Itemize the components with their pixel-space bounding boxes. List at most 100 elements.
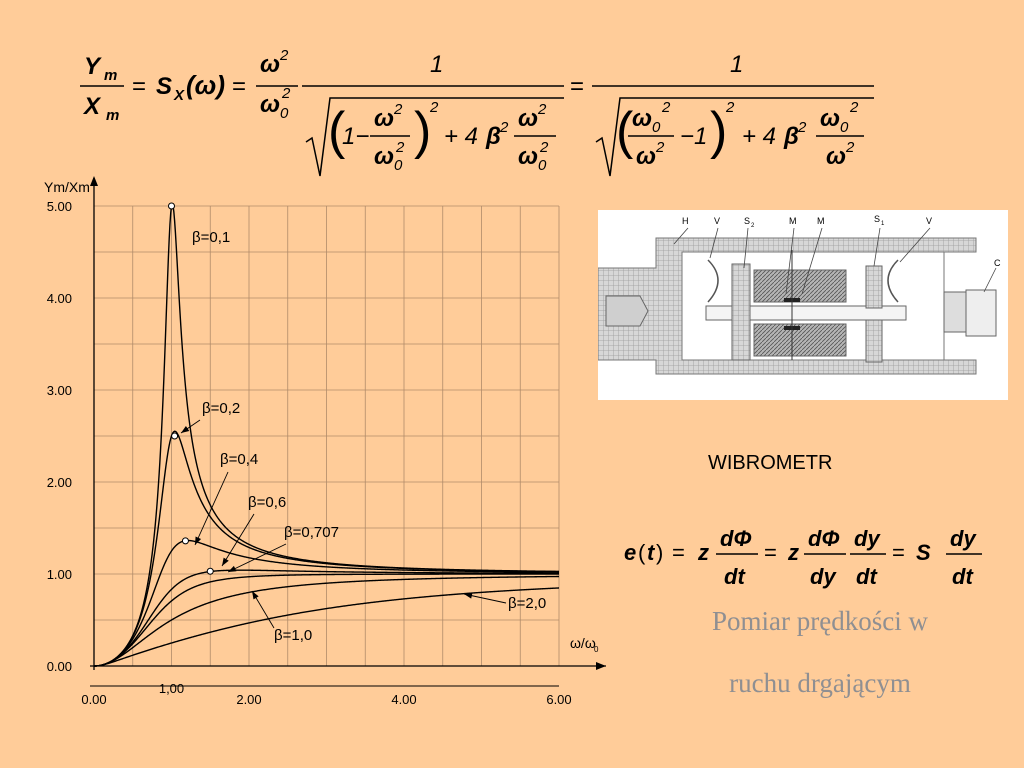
x-tick-label: 2.00	[236, 692, 261, 707]
r1-t-den-sup: 2	[539, 139, 549, 156]
r2-sq: 2	[725, 99, 735, 116]
r1-sq: 2	[429, 99, 439, 116]
bf-eq2: =	[764, 540, 777, 565]
series-label-leader	[194, 471, 229, 546]
r2-in-den: ω	[636, 143, 656, 170]
r2-in-den-sup: 2	[655, 139, 665, 156]
x-tick-label: 4.00	[391, 692, 416, 707]
series-label: β=1,0	[274, 627, 312, 644]
y-tick-label: 5.00	[47, 199, 72, 214]
r1-in-num-sup: 2	[393, 101, 403, 118]
svg-text:): )	[414, 102, 431, 160]
chart-peak-markers	[168, 202, 214, 575]
peak-marker	[171, 432, 179, 440]
r2-in-num: ω	[632, 105, 652, 132]
bf-f2-den: dy	[810, 564, 837, 589]
label-s2: S	[744, 216, 750, 226]
one-a: 1	[430, 51, 443, 78]
bf-z2: z	[787, 540, 799, 565]
r2-in-num-sub: 0	[652, 119, 661, 136]
r2-t-num-sup: 2	[849, 99, 859, 116]
f1-num-sup: 2	[279, 47, 289, 64]
x-tick-label: 6.00	[546, 692, 571, 707]
r2-minus-one: −1	[680, 123, 707, 150]
label-m1: M	[789, 216, 797, 226]
series-label-arrowhead	[181, 426, 190, 433]
label-m2: M	[817, 216, 825, 226]
r1-beta-sup: 2	[499, 119, 509, 136]
y-tick-label: 2.00	[47, 475, 72, 490]
series-label-arrowhead	[464, 592, 473, 599]
lhs-den-sub: m	[106, 107, 119, 124]
series-label-leader	[227, 543, 287, 573]
eq2: =	[232, 73, 246, 100]
f1-num: ω	[260, 51, 280, 78]
bf-lhs: e	[624, 540, 636, 565]
series-label: β=0,2	[202, 400, 240, 417]
subtitle-line-2: ruchu drgającym	[729, 668, 911, 698]
bf-paren-open: (	[638, 540, 646, 565]
x-axis-label: ω/ω	[570, 635, 596, 651]
svg-text:(: (	[328, 102, 346, 160]
peak-marker	[181, 537, 189, 545]
series-label-arrowhead	[252, 591, 259, 600]
r1-in-num: ω	[374, 105, 394, 132]
label-s1: S	[874, 214, 880, 224]
x-axis-arrow	[596, 662, 606, 670]
eq1: =	[132, 73, 146, 100]
curve-β=0,6	[93, 569, 559, 667]
bf-f1-num: dΦ	[720, 526, 752, 551]
f1-den-sub: 0	[280, 105, 289, 122]
bf-f3-num: dy	[854, 526, 881, 551]
series-label: β=2,0	[508, 595, 546, 612]
eq3: =	[570, 73, 584, 100]
label-v1: V	[714, 216, 720, 226]
r1-in-den-sub: 0	[394, 157, 403, 174]
bf-f4-num: dy	[950, 526, 977, 551]
r2-beta-sup: 2	[797, 119, 807, 136]
y-axis-label: Ym/Xm	[44, 179, 90, 195]
r1-one-minus: 1−	[342, 123, 369, 150]
series-label-leader	[221, 513, 255, 567]
bf-paren-close: )	[656, 540, 663, 565]
r2-plus: + 4	[742, 123, 776, 150]
s-symbol: S	[156, 73, 172, 100]
y-tick-label: 0.00	[47, 659, 72, 674]
label-h: H	[682, 216, 689, 226]
r2-beta: β	[783, 123, 799, 150]
x-tick-label: 0.00	[81, 692, 106, 707]
lhs-den: X	[82, 93, 102, 120]
svg-text:): )	[710, 102, 727, 160]
lhs-num: Y	[84, 53, 102, 80]
bf-f1-den: dt	[724, 564, 746, 589]
series-label-arrowhead	[222, 557, 229, 566]
bf-t: t	[647, 540, 656, 565]
label-s2-sub: 2	[751, 223, 755, 229]
f1-den: ω	[260, 91, 280, 118]
r1-in-den-sup: 2	[395, 139, 405, 156]
svg-text:(: (	[616, 102, 634, 160]
y-tick-label: 4.00	[47, 291, 72, 306]
subtitle-line-1: Pomiar prędkości w	[712, 606, 928, 636]
vibrometer-diagram: H V S 2 M M S 1 V C	[598, 210, 1008, 400]
s-sub: X	[173, 87, 185, 104]
one-b: 1	[730, 51, 743, 78]
bf-z1: z	[697, 540, 709, 565]
series-label: β=0,707	[284, 524, 339, 541]
label-v2: V	[926, 216, 932, 226]
x-axis-label-sub: 0	[594, 645, 599, 654]
bf-s: S	[916, 540, 931, 565]
peak-marker	[206, 567, 214, 575]
curve-β=0,4	[93, 539, 560, 667]
label-s1-sub: 1	[881, 221, 885, 227]
chart-axes	[90, 176, 606, 687]
x-extra-tick-label: 1,00	[159, 681, 184, 696]
r1-t-den: ω	[518, 143, 538, 170]
r1-t-den-sub: 0	[538, 157, 547, 174]
curve-β=1,0	[93, 575, 559, 667]
r2-t-den-sup: 2	[845, 139, 855, 156]
bf-eq3: =	[892, 540, 905, 565]
